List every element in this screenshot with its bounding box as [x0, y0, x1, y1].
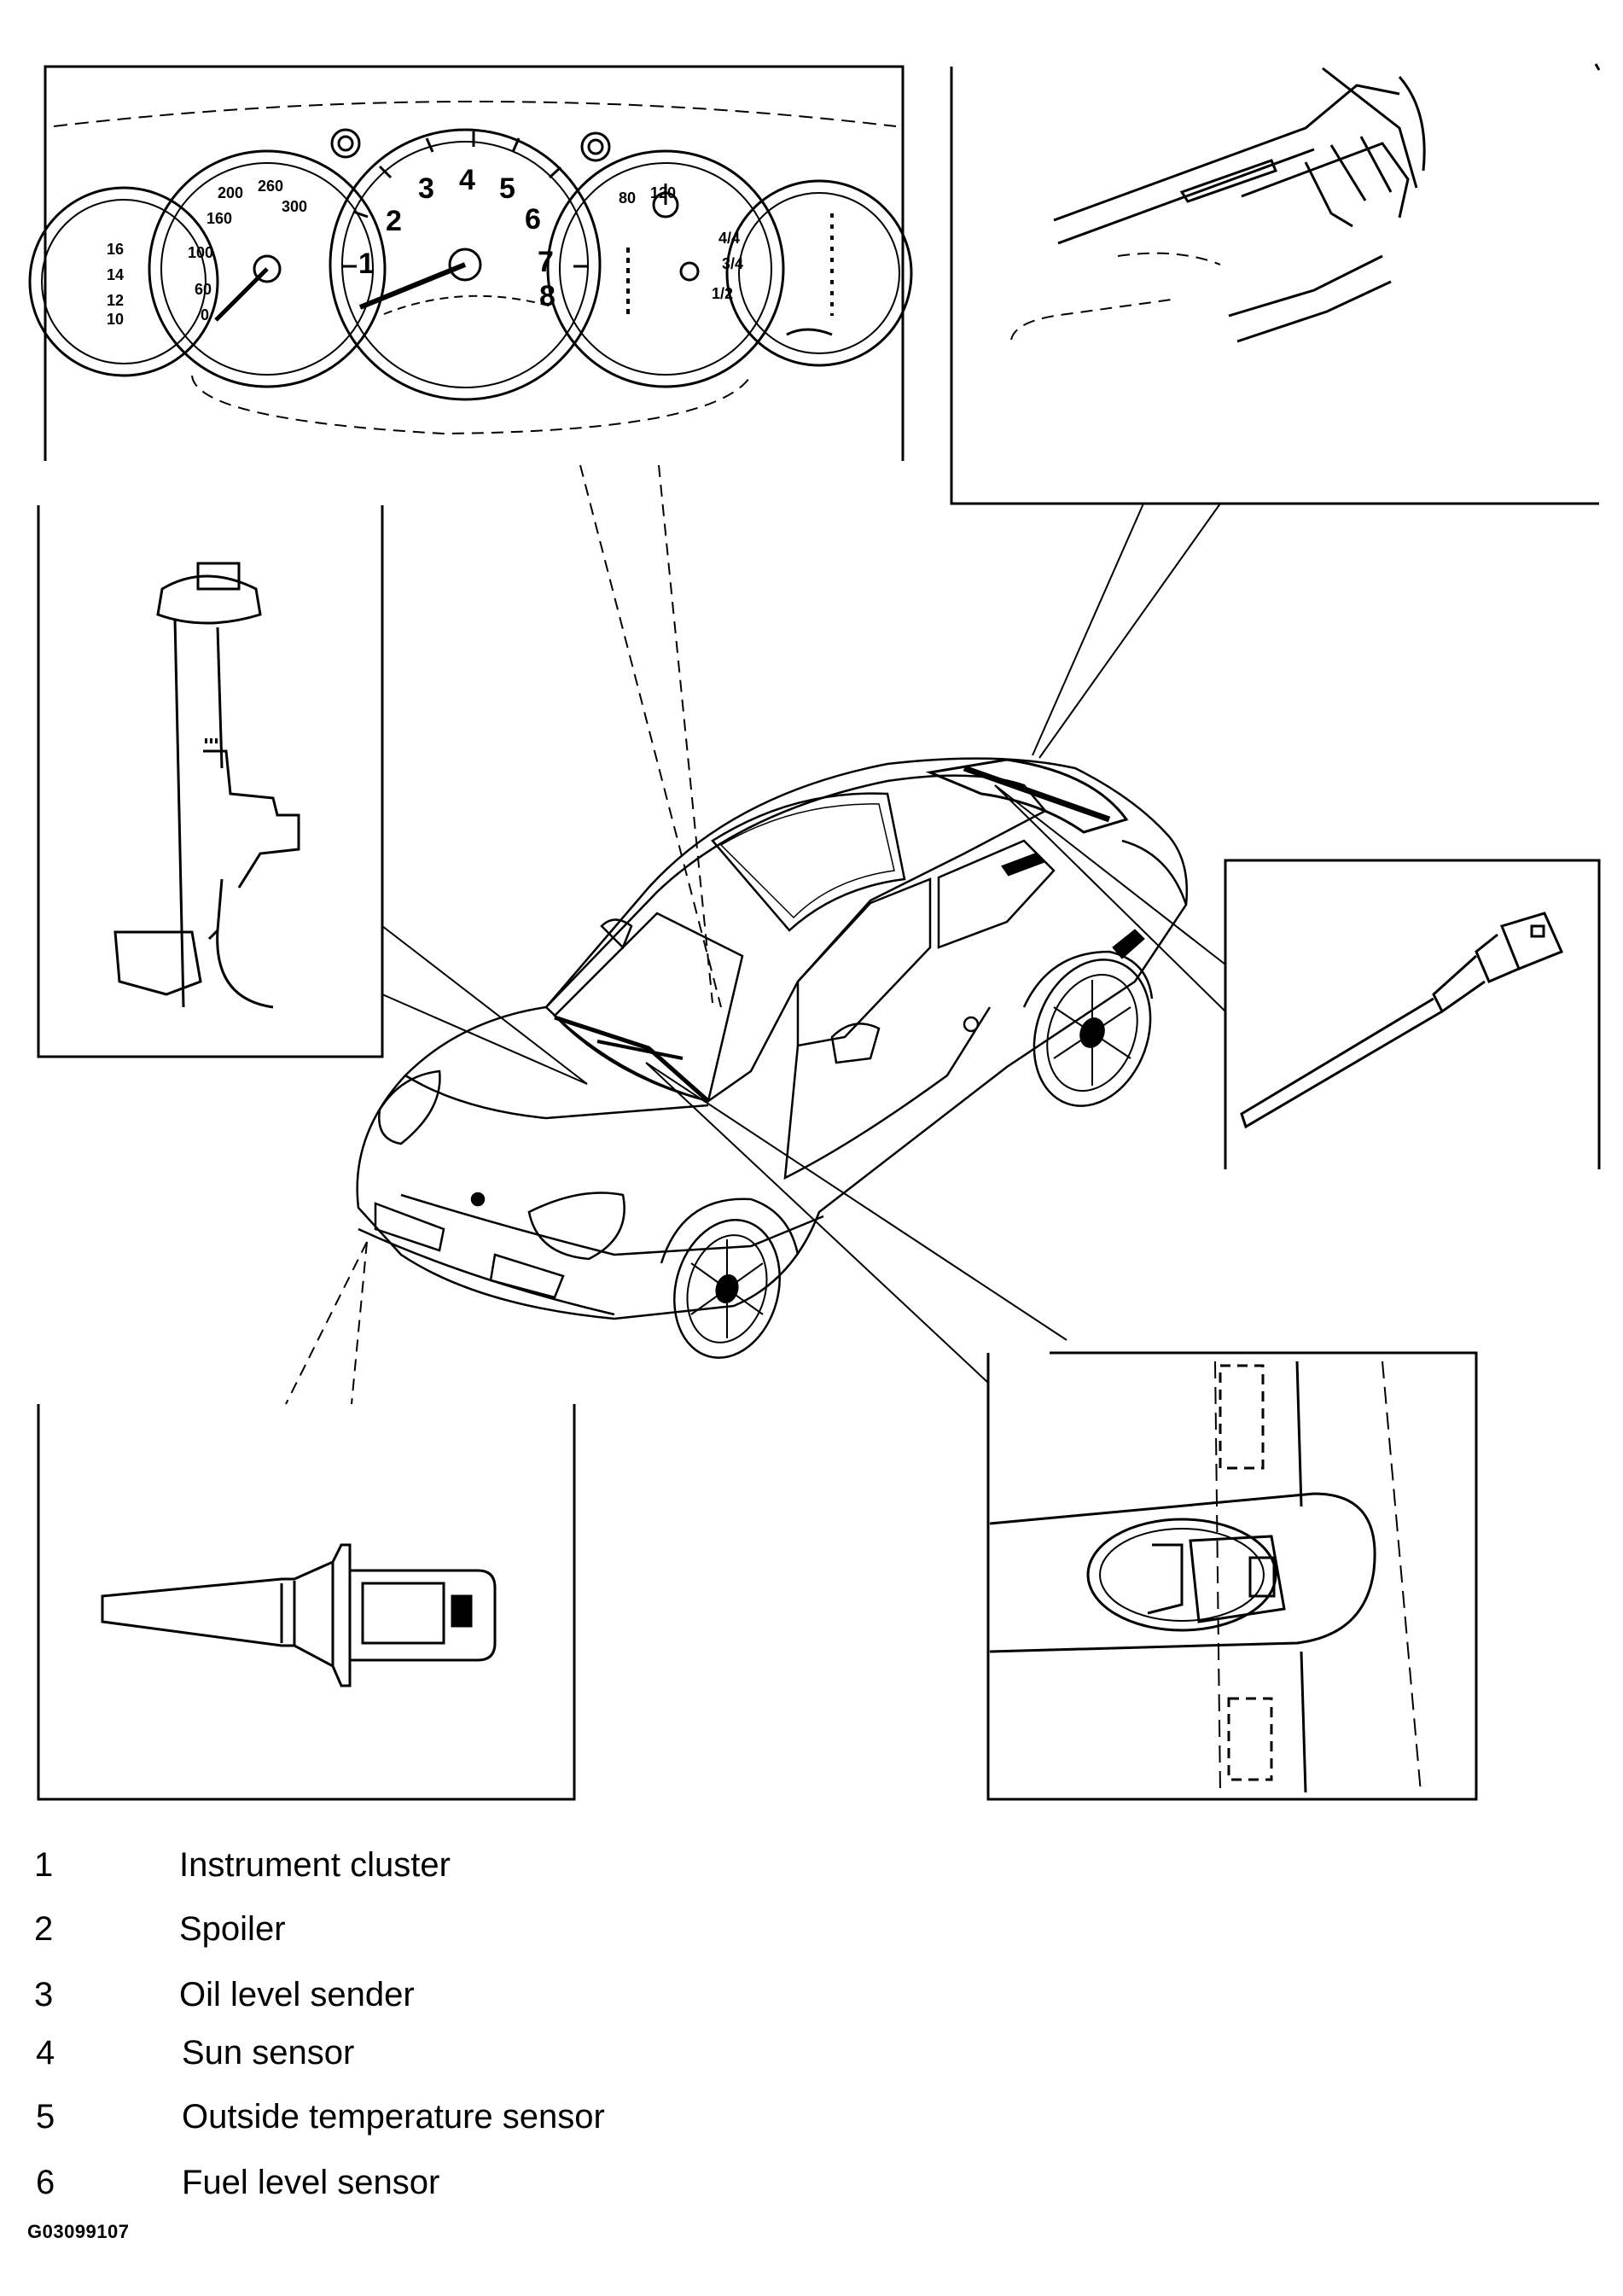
front-wheel-icon	[673, 1219, 781, 1359]
gauge-number: 120	[650, 184, 676, 201]
gauge-number: 7	[538, 246, 554, 278]
gauge-number: 200	[218, 184, 243, 201]
gauge-number: 4	[459, 164, 475, 196]
sun-sensor-panel	[986, 1351, 1478, 1801]
legend-label: Spoiler	[179, 1910, 286, 1948]
legend-label: Oil level sender	[179, 1976, 415, 2013]
gauge-number: 14	[107, 266, 124, 283]
gauge-number: 60	[195, 281, 212, 298]
legend-label: Instrument cluster	[179, 1846, 451, 1884]
legend-label: Sun sensor	[182, 2034, 355, 2072]
gauge-number: 160	[207, 210, 232, 227]
legend-label: Outside temperature sensor	[182, 2098, 605, 2136]
gauge-number: 12	[107, 292, 124, 309]
gauge-number: 80	[619, 189, 636, 207]
speedometer-gauge: 0 60 100 160 200 260 300	[148, 149, 387, 388]
legend-label: Fuel level sensor	[182, 2164, 440, 2201]
legend-number: 4	[36, 2034, 55, 2072]
warning-lamp-icon	[580, 131, 611, 162]
gauge-number: 5	[499, 172, 515, 205]
figure-id: G03099107	[27, 2221, 130, 2242]
gauge-number: 16	[107, 241, 124, 258]
gauge-number: 1	[358, 248, 375, 280]
outside-temperature-sensor-panel	[37, 1404, 576, 1801]
right-gauge: 120 80 4/4 3/4 1/2	[546, 149, 785, 388]
warning-lamp-icon	[587, 138, 604, 155]
legend-number: 6	[36, 2164, 55, 2201]
legend-number: 1	[34, 1846, 54, 1884]
legend-number: 3	[34, 1976, 54, 2013]
gauge-number: 260	[258, 178, 283, 195]
gauge-number: 300	[282, 198, 307, 215]
gauge-number: 0	[201, 306, 209, 323]
spoiler-panel	[950, 63, 1601, 505]
right-small-gauge	[725, 179, 913, 367]
fuel-level-sensor-panel	[37, 505, 384, 1058]
car-illustration	[356, 757, 1189, 1359]
gauge-number: 100	[188, 244, 213, 261]
gauge-number: 6	[525, 203, 541, 236]
gauge-number: 2	[386, 205, 402, 237]
instrument-cluster-panel: 16 14 12 10 0 60 100 160 200 260 300	[28, 65, 913, 461]
oil-level-sender-panel	[1224, 859, 1601, 1169]
crest-icon	[470, 1192, 486, 1207]
left-small-gauge: 16 14 12 10	[28, 186, 219, 377]
rear-wheel-icon	[1033, 959, 1152, 1107]
gauge-number: 10	[107, 311, 124, 328]
warning-lamp-icon	[330, 128, 361, 159]
warning-lamp-icon	[337, 135, 354, 152]
sensor-location-diagram: 16 14 12 10 0 60 100 160 200 260 300	[28, 63, 1601, 1801]
legend-number: 2	[34, 1910, 54, 1948]
gauge-number: 3	[418, 172, 434, 205]
leader-lines	[285, 464, 1226, 1405]
legend-number: 5	[36, 2098, 55, 2136]
